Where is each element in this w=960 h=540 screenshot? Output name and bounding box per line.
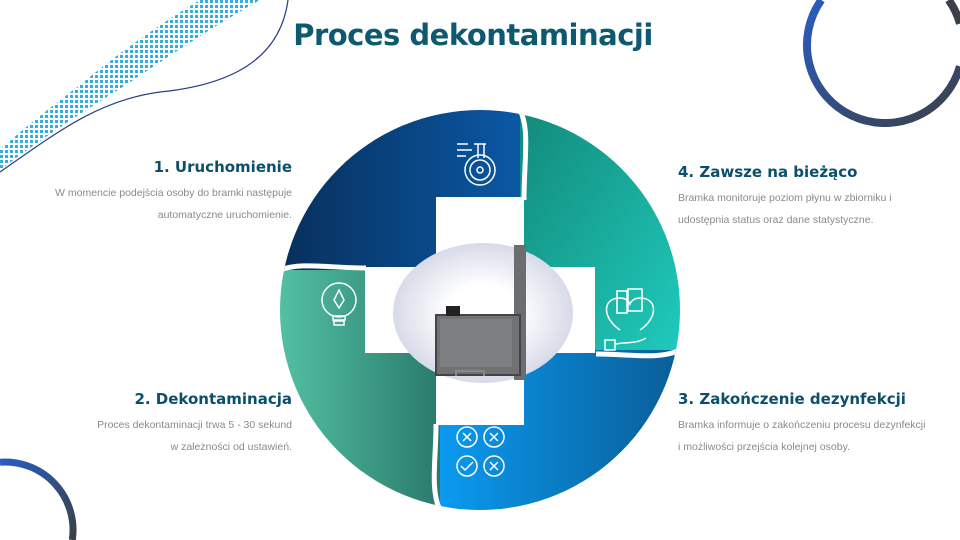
- step-4-heading: 4. Zawsze na bieżąco: [678, 163, 858, 181]
- flask-gear-icon: [457, 143, 496, 186]
- step-2: 2. Dekontaminacja Proces dekontaminacji …: [12, 390, 292, 458]
- lightbulb-icon: [321, 282, 357, 326]
- step-1-heading: 1. Uruchomienie: [153, 158, 292, 176]
- step-4: 4. Zawsze na bieżąco Bramka monitoruje p…: [678, 163, 958, 231]
- check-cross-icon: [456, 426, 505, 477]
- step-4-description: Bramka monitoruje poziom płynu w zbiorni…: [678, 192, 892, 226]
- decontamination-gate-image: [435, 245, 526, 380]
- page-title: Proces dekontaminacji: [293, 18, 653, 52]
- top-right-ring: [803, 0, 960, 128]
- step-3: 3. Zakończenie dezynfekcji Bramka inform…: [678, 390, 958, 458]
- step-3-description: Bramka informuje o zakończeniu procesu d…: [678, 419, 926, 453]
- step-1-description: W momencie podejścia osoby do bramki nas…: [55, 187, 292, 221]
- step-1: 1. Uruchomienie W momencie podejścia oso…: [12, 158, 292, 226]
- heart-monitor-hand-icon: [604, 288, 655, 351]
- step-2-description: Proces dekontaminacji trwa 5 - 30 sekund…: [97, 419, 292, 453]
- bottom-left-ring: [0, 458, 77, 540]
- step-3-heading: 3. Zakończenie dezynfekcji: [678, 390, 906, 408]
- step-2-heading: 2. Dekontaminacja: [134, 390, 292, 408]
- wave-line: [0, 0, 289, 173]
